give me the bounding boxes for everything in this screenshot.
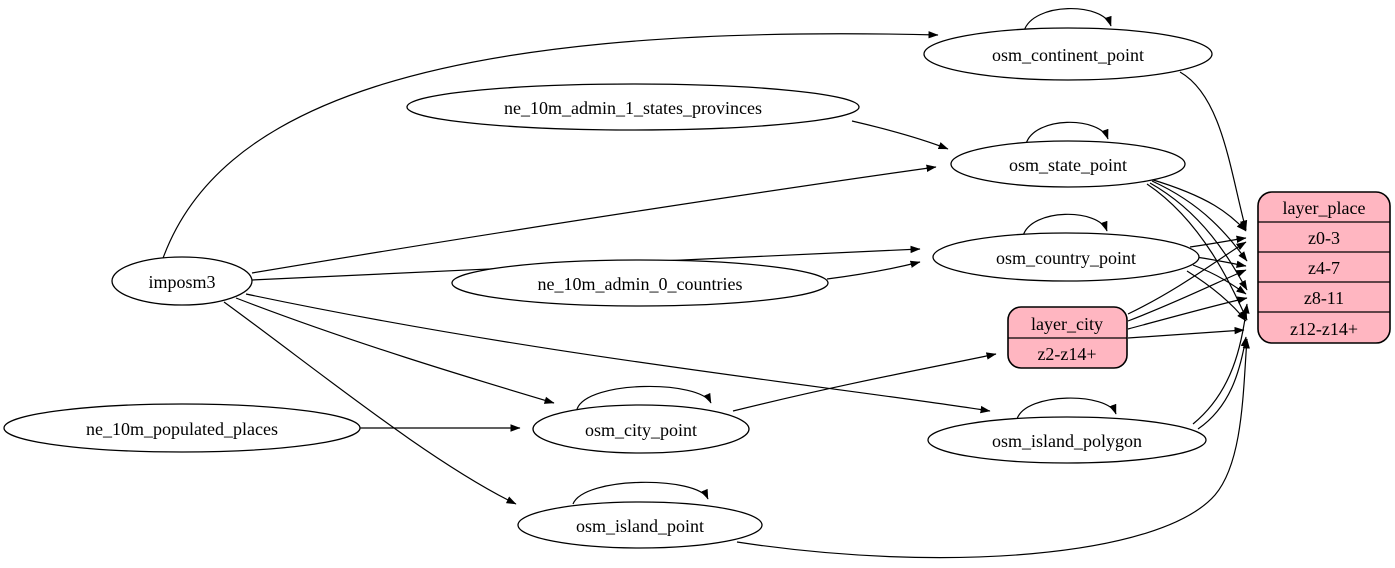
osm-island-polygon-label: osm_island_polygon xyxy=(992,431,1142,451)
edge-state-layer-place-z12-z14 xyxy=(1146,183,1248,321)
edge-layer-city-layer-place-z4-7 xyxy=(1127,269,1247,322)
osm-state-shape xyxy=(950,140,1186,188)
edge-imposm3-osm-island-polygon xyxy=(245,293,991,414)
edge-layer-city-layer-place-z12-z14 xyxy=(1127,326,1245,339)
osm-island-point-shape xyxy=(517,501,763,549)
node-ne-10m-admin-1-states-provinces: ne_10m_admin_1_states_provinces xyxy=(406,83,860,131)
osm-city-label: osm_city_point xyxy=(585,420,697,440)
node-osm-island-polygon: osm_island_polygon xyxy=(927,416,1207,464)
edge-island-polygon-layer-place-z8-11 xyxy=(1192,303,1250,425)
osm-continent-label: osm_continent_point xyxy=(992,45,1144,65)
osm-city-shape xyxy=(532,404,750,454)
node-osm-island-point: osm_island_point xyxy=(517,501,763,549)
ne-states-label: ne_10m_admin_1_states_provinces xyxy=(504,98,762,118)
osm-country-shape xyxy=(932,232,1200,282)
edge-group xyxy=(161,8,1250,559)
edge-island-point-layer-place-z12-z14 xyxy=(736,338,1250,559)
osm-state-label: osm_state_point xyxy=(1009,155,1127,175)
selfloop-osm-state-point xyxy=(1025,121,1109,145)
edge-ne-states-provinces-osm-state-point xyxy=(851,120,949,150)
osm-island-polygon-shape xyxy=(927,416,1207,464)
node-ne-10m-admin-0-countries: ne_10m_admin_0_countries xyxy=(451,259,829,307)
edge-state-layer-place-z0-3 xyxy=(1149,178,1247,232)
node-osm-state-point: osm_state_point xyxy=(950,140,1186,188)
edge-imposm3-osm-island-point xyxy=(223,301,517,505)
layer-place-row-z12-z14: z12-z14+ xyxy=(1290,319,1358,339)
osm-country-label: osm_country_point xyxy=(996,248,1136,268)
layer-place-row-z4-7: z4-7 xyxy=(1308,258,1340,278)
node-osm-country-point: osm_country_point xyxy=(932,232,1200,282)
edge-continent-layer-place-z0-3 xyxy=(1179,71,1248,231)
ne-places-label: ne_10m_populated_places xyxy=(86,419,278,439)
layer-place-row-z0-3: z0-3 xyxy=(1308,228,1340,248)
selfloop-osm-city-point xyxy=(576,385,712,410)
edge-country-layer-place-z12-z14 xyxy=(1186,270,1247,322)
ne-states-shape xyxy=(406,83,860,131)
edge-country-layer-place-z4-7 xyxy=(1195,256,1247,268)
edge-imposm3-osm-state-point xyxy=(251,164,937,274)
edge-imposm3-osm-city-point xyxy=(235,297,555,404)
ne-places-shape xyxy=(3,403,361,453)
layer-place-shape xyxy=(1257,191,1391,344)
record-layer-place: layer_place z0-3 z4-7 z8-11 z12-z14+ xyxy=(1257,191,1391,344)
layer-city-row-z2-z14: z2-z14+ xyxy=(1037,344,1096,364)
ne-countries-shape xyxy=(451,259,829,307)
edge-layer-city-layer-place-z8-11 xyxy=(1127,296,1248,330)
osm-island-point-label: osm_island_point xyxy=(576,516,704,536)
edge-ne-countries-osm-country-point xyxy=(826,260,921,280)
node-imposm3: imposm3 xyxy=(111,256,253,306)
edge-country-layer-place-z0-3 xyxy=(1189,235,1247,248)
imposm3-label: imposm3 xyxy=(148,272,215,292)
edge-city-layer-city-z2-z14 xyxy=(732,352,997,412)
edge-state-layer-place-z8-11 xyxy=(1149,182,1248,291)
selfloop-osm-island-polygon xyxy=(1016,397,1117,420)
layer-city-title: layer_city xyxy=(1031,314,1103,334)
imposm3-shape xyxy=(111,256,253,306)
selfloop-osm-island-point xyxy=(572,481,709,505)
osm-continent-shape xyxy=(923,27,1213,81)
edge-state-layer-place-z4-7 xyxy=(1151,180,1248,262)
layer-place-row-z8-11: z8-11 xyxy=(1304,288,1344,308)
edge-layer-city-layer-place-z0-3 xyxy=(1127,241,1247,315)
layer-place-title: layer_place xyxy=(1283,198,1366,218)
selfloop-osm-continent-point xyxy=(1023,8,1112,32)
edge-imposm3-osm-continent-point xyxy=(161,31,939,262)
node-ne-10m-populated-places: ne_10m_populated_places xyxy=(3,403,361,453)
record-layer-city: layer_city z2-z14+ xyxy=(1007,306,1128,369)
node-osm-city-point: osm_city_point xyxy=(532,404,750,454)
ne-countries-label: ne_10m_admin_0_countries xyxy=(538,274,743,294)
node-osm-continent-point: osm_continent_point xyxy=(923,27,1213,81)
selfloop-osm-country-point xyxy=(1022,213,1108,237)
